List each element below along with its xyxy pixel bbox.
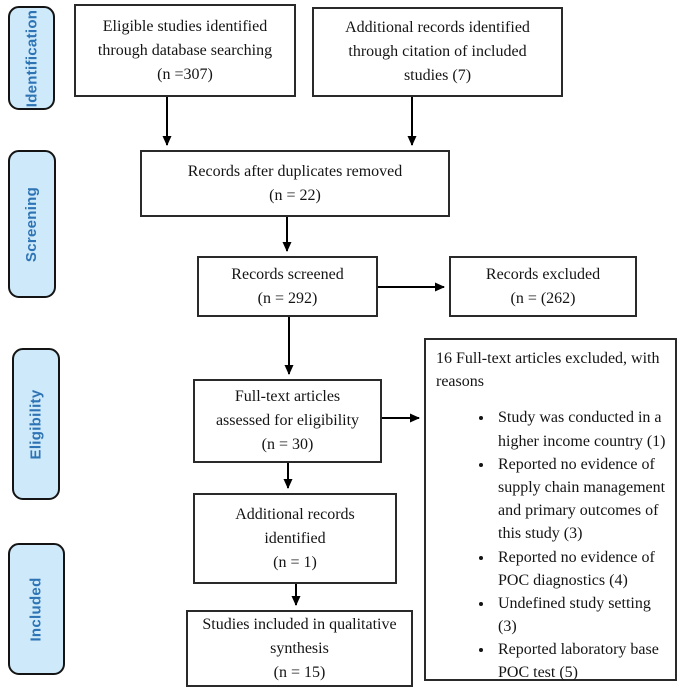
box-additional-identified: Additional records identified (n = 1)	[193, 493, 397, 584]
box-line: Additional records identified	[345, 19, 530, 36]
box-exclusion-reasons: 16 Full-text articles excluded, with rea…	[424, 338, 677, 681]
stage-eligibility-label: Eligibility	[27, 389, 45, 459]
stage-screening: Screening	[8, 150, 56, 298]
exclusion-heading-line: 16 Full-text articles excluded, with	[436, 350, 660, 367]
box-line: Records after duplicates removed	[187, 162, 403, 180]
stage-screening-label: Screening	[23, 186, 41, 262]
box-line: identified	[264, 529, 326, 547]
box-fulltext-assessed: Full-text articles assessed for eligibil…	[193, 379, 382, 463]
box-count: studies (7)	[403, 67, 472, 84]
box-count: (n = 292)	[257, 289, 318, 307]
box-line: Full-text articles	[234, 388, 341, 405]
exclusion-reason-item: Study was conducted in a higher income c…	[494, 406, 667, 452]
box-line: Additional records	[235, 505, 355, 523]
exclusion-reason-item: Reported no evidence of supply chain man…	[494, 453, 667, 546]
stage-included: Included	[8, 543, 65, 675]
box-qualitative-synthesis: Studies included in qualitative synthesi…	[186, 610, 413, 687]
box-line: synthesis	[270, 639, 329, 657]
box-count: (n = 30)	[261, 436, 314, 453]
box-line: Studies included in qualitative	[202, 615, 397, 633]
exclusion-reason-item: Reported no evidence of POC diagnostics …	[494, 546, 667, 592]
box-records-excluded: Records excluded (n = (262)	[449, 256, 637, 317]
box-line: assessed for eligibility	[215, 412, 360, 429]
box-line: through citation of included	[348, 43, 527, 60]
exclusion-heading: 16 Full-text articles excluded, with rea…	[436, 347, 667, 393]
box-count: (n = (262)	[510, 289, 576, 307]
stage-eligibility: Eligibility	[12, 348, 60, 500]
box-line: Records excluded	[485, 265, 601, 283]
box-count: (n = 15)	[273, 663, 326, 681]
exclusion-reason-item: Undefined study setting (3)	[494, 592, 667, 638]
box-count: (n =307)	[157, 65, 213, 83]
exclusion-reason-item: Reported laboratory base POC test (5)	[494, 638, 667, 684]
stage-identification-label: Identification	[23, 9, 41, 107]
box-line: Eligible studies identified	[102, 17, 268, 35]
box-line: Records screened	[231, 265, 344, 283]
exclusion-heading-line: reasons	[436, 373, 484, 391]
box-count: (n = 22)	[269, 186, 321, 204]
stage-included-label: Included	[28, 576, 46, 642]
exclusion-reason-list: Study was conducted in a higher income c…	[436, 406, 667, 684]
box-count: (n = 1)	[273, 553, 317, 571]
box-identified-citation: Additional records identified through ci…	[312, 7, 563, 97]
box-records-screened: Records screened (n = 292)	[197, 256, 378, 317]
box-after-duplicates: Records after duplicates removed (n = 22…	[140, 150, 450, 217]
stage-identification: Identification	[8, 6, 55, 110]
box-identified-database: Eligible studies identified through data…	[74, 4, 296, 97]
box-line: through database searching	[97, 41, 273, 59]
